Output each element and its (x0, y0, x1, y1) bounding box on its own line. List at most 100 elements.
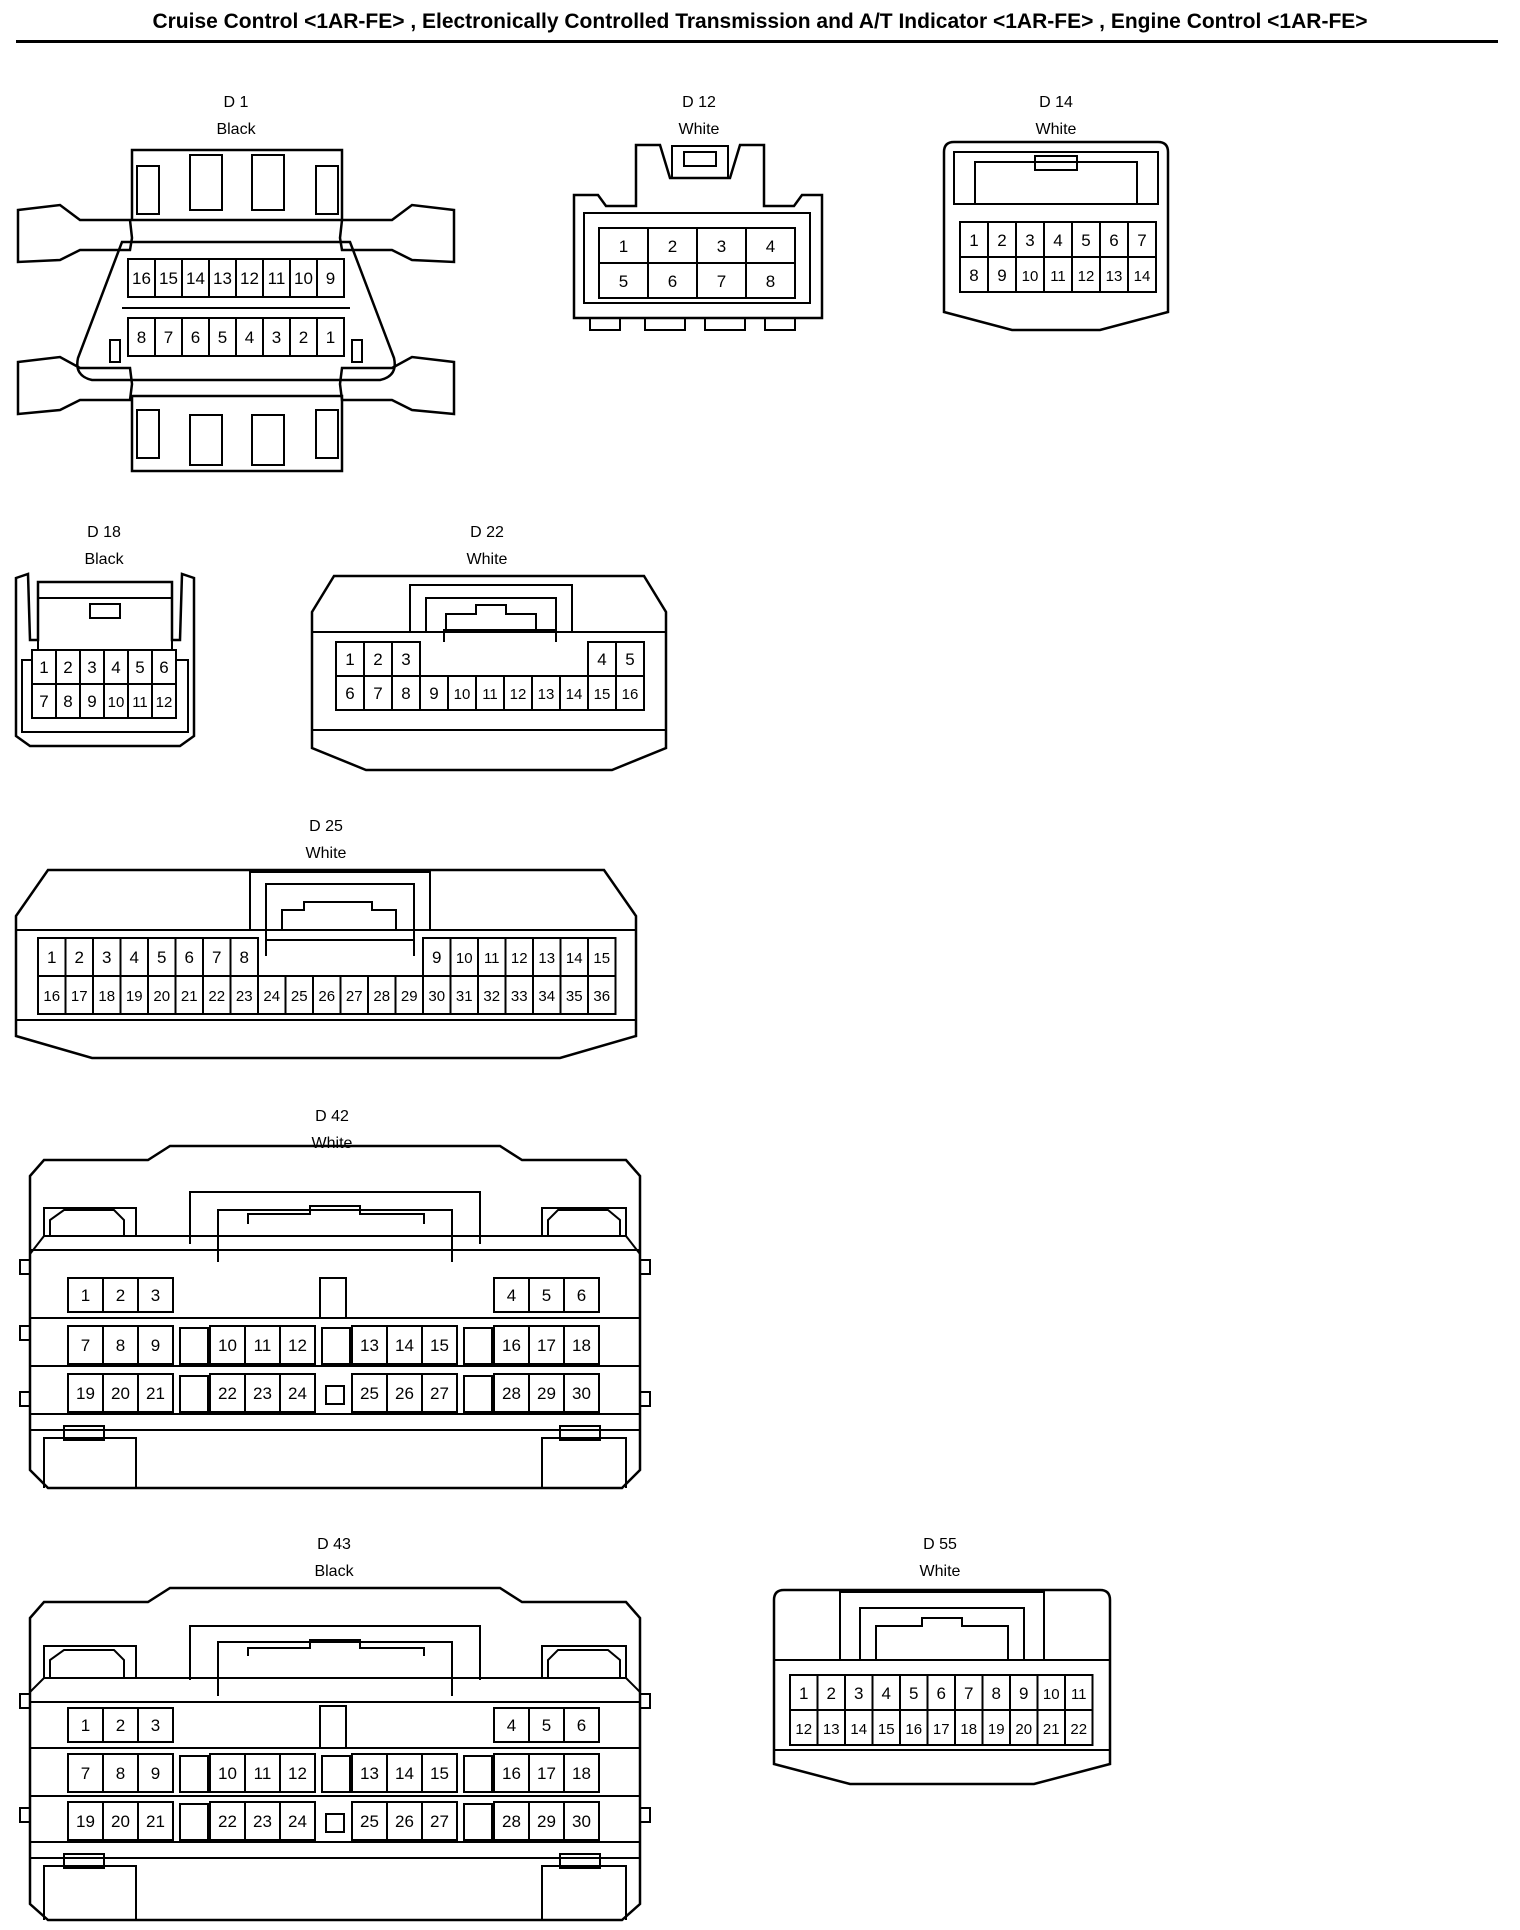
svg-text:17: 17 (537, 1336, 556, 1355)
pin: 26 (386, 1373, 423, 1413)
pin: 16 (899, 1709, 929, 1746)
svg-text:3: 3 (87, 658, 96, 677)
svg-text:4: 4 (245, 328, 254, 347)
connector-d43-color: Black (314, 1563, 354, 1580)
pin: 7 (696, 262, 747, 299)
svg-text:19: 19 (76, 1812, 95, 1831)
svg-text:33: 33 (511, 988, 528, 1005)
pin: 8 (55, 683, 81, 719)
svg-text:3: 3 (102, 948, 111, 967)
svg-text:22: 22 (208, 988, 225, 1005)
pin: 5 (899, 1674, 929, 1711)
pin: 20 (102, 1373, 139, 1413)
svg-text:14: 14 (395, 1336, 414, 1355)
svg-text:23: 23 (253, 1812, 272, 1831)
svg-text:7: 7 (373, 684, 382, 703)
svg-text:3: 3 (272, 328, 281, 347)
svg-text:20: 20 (111, 1812, 130, 1831)
connector-d12-housing (572, 143, 824, 331)
pin: 14 (1127, 256, 1157, 293)
svg-text:11: 11 (1050, 268, 1066, 285)
svg-text:28: 28 (502, 1812, 521, 1831)
svg-text:10: 10 (218, 1764, 237, 1783)
pin: 15 (587, 937, 617, 977)
pin: 12 (235, 258, 264, 298)
svg-text:19: 19 (126, 988, 143, 1005)
pin: 5 (127, 649, 153, 685)
pin: 25 (351, 1373, 388, 1413)
svg-text:12: 12 (511, 950, 528, 967)
pin: 16 (37, 975, 67, 1015)
pin: 27 (421, 1373, 458, 1413)
pin: 14 (559, 937, 589, 977)
svg-text:9: 9 (151, 1336, 160, 1355)
pin: 4 (871, 1674, 901, 1711)
svg-text:6: 6 (668, 272, 677, 291)
pin: 4 (235, 317, 264, 357)
svg-text:11: 11 (254, 1764, 272, 1783)
connector-d42-color: White (312, 1135, 353, 1152)
svg-text:6: 6 (937, 1684, 946, 1703)
pin: 9 (316, 258, 345, 298)
pin: 8 (102, 1325, 139, 1365)
title-rule (16, 40, 1498, 43)
pin: 21 (1036, 1709, 1066, 1746)
svg-text:9: 9 (326, 269, 335, 288)
pin: 8 (127, 317, 156, 357)
pin: 6 (181, 317, 210, 357)
pin: 9 (137, 1753, 174, 1793)
svg-text:2: 2 (75, 948, 84, 967)
pin: 2 (647, 227, 698, 264)
svg-text:11: 11 (132, 694, 148, 711)
svg-text:29: 29 (537, 1384, 556, 1403)
pin: 24 (279, 1373, 316, 1413)
svg-text:9: 9 (997, 266, 1006, 285)
pin: 1 (31, 649, 57, 685)
pin: 5 (147, 937, 177, 977)
svg-text:8: 8 (137, 328, 146, 347)
pin: 11 (1064, 1674, 1094, 1711)
svg-text:26: 26 (395, 1384, 414, 1403)
pin: 15 (871, 1709, 901, 1746)
svg-text:7: 7 (164, 328, 173, 347)
svg-text:22: 22 (218, 1812, 237, 1831)
pin: 3 (79, 649, 105, 685)
svg-text:4: 4 (507, 1286, 516, 1305)
svg-text:29: 29 (537, 1812, 556, 1831)
connector-d14-color: White (1036, 121, 1077, 138)
pin: 13 (1099, 256, 1129, 293)
pin: 9 (422, 937, 452, 977)
pin: 10 (289, 258, 318, 298)
pin: 23 (229, 975, 259, 1015)
pin: 1 (335, 641, 365, 677)
svg-text:6: 6 (1109, 231, 1118, 250)
pin: 8 (391, 675, 421, 711)
svg-text:2: 2 (373, 650, 382, 669)
pin: 29 (528, 1373, 565, 1413)
pin: 13 (816, 1709, 846, 1746)
pin: 1 (789, 1674, 819, 1711)
svg-text:16: 16 (502, 1336, 521, 1355)
connector-d18: D 18 Black 1 2 3 4 5 6 7 8 9 10 11 12 (14, 524, 196, 748)
svg-text:1: 1 (969, 231, 978, 250)
pin: 12 (504, 937, 534, 977)
svg-text:10: 10 (108, 694, 125, 711)
svg-text:10: 10 (218, 1336, 237, 1355)
pin: 22 (209, 1801, 246, 1841)
svg-text:2: 2 (827, 1684, 836, 1703)
svg-text:14: 14 (566, 950, 583, 967)
pin: 19 (119, 975, 149, 1015)
pin: 1 (598, 227, 649, 264)
pin: 19 (67, 1373, 104, 1413)
svg-text:14: 14 (1134, 268, 1151, 285)
svg-text:24: 24 (263, 988, 280, 1005)
pin: 35 (559, 975, 589, 1015)
connector-d1-color: Black (216, 121, 256, 138)
pin: 16 (493, 1753, 530, 1793)
pin: 14 (386, 1325, 423, 1365)
pin: 7 (67, 1753, 104, 1793)
pin: 3 (92, 937, 122, 977)
svg-text:13: 13 (538, 950, 555, 967)
pin: 32 (477, 975, 507, 1015)
svg-text:12: 12 (510, 686, 527, 703)
